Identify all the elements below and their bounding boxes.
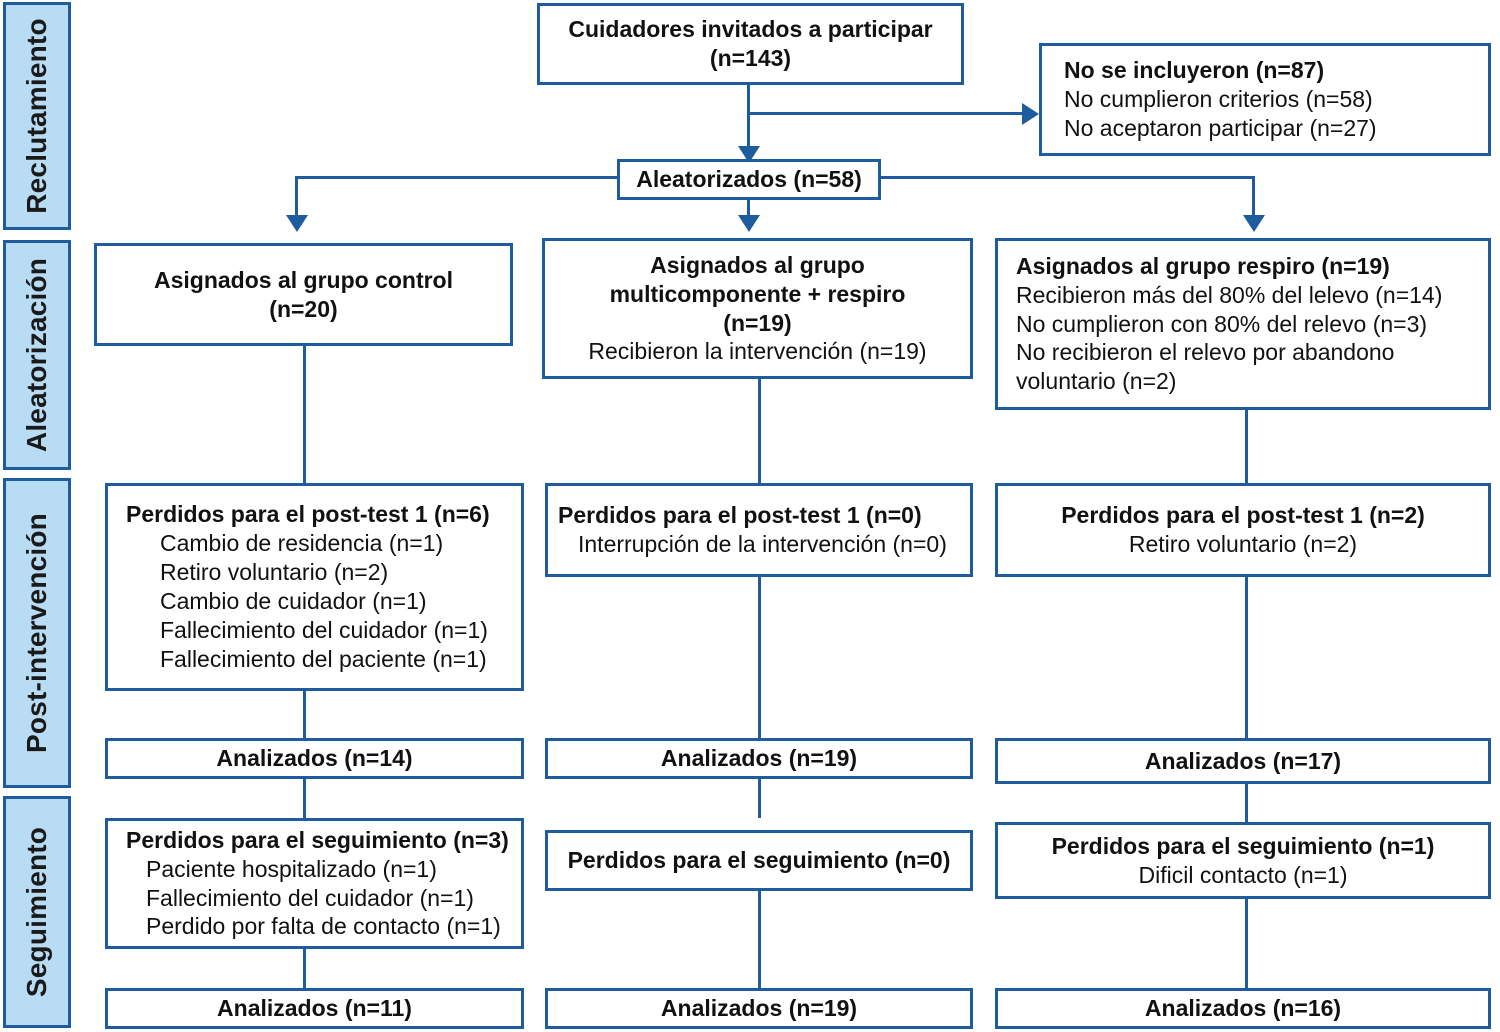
- box-analyzed-post-multi: Analizados (n=19): [545, 738, 973, 779]
- box-analyzed-fu-respiro: Analizados (n=16): [995, 988, 1491, 1029]
- box-line: multicomponente + respiro: [609, 280, 906, 307]
- box-lost-fu-respiro: Perdidos para el seguimiento (n=1) Dific…: [995, 822, 1491, 899]
- connector-split-center-drop: [747, 200, 750, 220]
- box-line: Dificil contacto (n=1): [1138, 861, 1348, 888]
- box-lost-fu-multi: Perdidos para el seguimiento (n=0): [545, 830, 973, 891]
- box-line: Perdidos para el seguimiento (n=3): [126, 826, 509, 853]
- stage-label-text: Seguimiento: [21, 826, 52, 998]
- box-line: Perdidos para el post-test 1 (n=0): [558, 502, 922, 529]
- connector-control-lost-to-analyzed: [303, 690, 306, 738]
- box-line: Fallecimiento del cuidador (n=1): [160, 616, 488, 643]
- connector-multi-alloc-to-lost: [758, 378, 761, 485]
- box-line: Cambio de residencia (n=1): [160, 530, 444, 557]
- box-line: Analizados (n=16): [1144, 995, 1342, 1022]
- box-line: Recibieron la intervención (n=19): [588, 338, 927, 365]
- box-analyzed-fu-control: Analizados (n=11): [105, 988, 524, 1029]
- connector-control-alloc-to-lost: [303, 345, 306, 485]
- box-line: Perdido por falta de contacto (n=1): [146, 913, 501, 940]
- box-line: Asignados al grupo control: [153, 266, 453, 293]
- connector-multi-lost-to-analyzed: [758, 576, 761, 738]
- box-line: No cumplieron criterios (n=58): [1064, 86, 1373, 113]
- connector-respiro-alloc-to-lost: [1245, 408, 1248, 485]
- box-invited: Cuidadores invitados a participar (n=143…: [537, 3, 964, 85]
- connector-split-left-drop: [295, 176, 298, 220]
- arrowhead-to-alloc-control: [286, 215, 308, 232]
- box-line: Asignados al grupo respiro (n=19): [1016, 252, 1390, 279]
- stage-label-aleatorizacion: Aleatorización: [3, 240, 71, 470]
- box-line: Asignados al grupo: [650, 251, 865, 278]
- box-analyzed-fu-multi: Analizados (n=19): [545, 988, 973, 1029]
- arrowhead-to-alloc-respiro: [1243, 215, 1265, 232]
- connector-split-right-drop: [1252, 176, 1255, 220]
- box-line: Perdidos para el seguimiento (n=1): [1051, 832, 1435, 859]
- box-line: Fallecimiento del paciente (n=1): [160, 645, 487, 672]
- stage-label-seguimiento: Seguimiento: [3, 796, 71, 1028]
- box-lost-post-multi: Perdidos para el post-test 1 (n=0) Inter…: [545, 483, 973, 577]
- arrowhead-to-excluded: [1022, 103, 1039, 125]
- box-line: (n=143): [709, 45, 792, 71]
- box-line: Perdidos para el post-test 1 (n=2): [1061, 502, 1425, 529]
- connector-multi-lostfu-to-analyzedfu: [758, 890, 761, 988]
- stage-label-post-intervencion: Post-intervención: [3, 478, 71, 788]
- connector-respiro-lost-to-analyzed: [1245, 576, 1248, 738]
- box-analyzed-post-respiro: Analizados (n=17): [995, 738, 1491, 784]
- box-line: Paciente hospitalizado (n=1): [146, 855, 437, 882]
- box-line: Aleatorizados (n=58): [636, 166, 862, 193]
- box-line: voluntario (n=2): [1016, 368, 1177, 395]
- box-line: Cuidadores invitados a participar: [568, 16, 933, 43]
- box-lost-post-respiro: Perdidos para el post-test 1 (n=2) Retir…: [995, 483, 1491, 577]
- box-line: Analizados (n=11): [217, 995, 412, 1022]
- box-line: Fallecimiento del cuidador (n=1): [146, 884, 474, 911]
- box-line: Perdidos para el post-test 1 (n=6): [126, 501, 490, 528]
- box-line: Analizados (n=14): [216, 745, 413, 772]
- box-lost-fu-control: Perdidos para el seguimiento (n=3) Pacie…: [105, 818, 524, 949]
- box-line: Analizados (n=19): [660, 995, 858, 1022]
- connector-invited-trunk: [747, 84, 750, 152]
- stage-label-text: Aleatorización: [21, 257, 52, 453]
- box-alloc-respiro: Asignados al grupo respiro (n=19) Recibi…: [995, 238, 1491, 410]
- connector-control-lostfu-to-analyzedfu: [303, 948, 306, 988]
- box-line: Recibieron más del 80% del lelevo (n=14): [1016, 281, 1443, 308]
- connector-control-analyzed-to-lostfu: [303, 778, 306, 818]
- connector-multi-analyzed-to-lostfu: [758, 778, 761, 818]
- box-analyzed-post-control: Analizados (n=14): [105, 738, 524, 779]
- box-line: Analizados (n=19): [660, 745, 858, 772]
- box-randomized: Aleatorizados (n=58): [617, 159, 881, 200]
- box-line: No cumplieron con 80% del relevo (n=3): [1016, 310, 1428, 337]
- box-excluded: No se incluyeron (n=87) No cumplieron cr…: [1039, 43, 1491, 156]
- connector-invited-to-excluded: [747, 112, 1027, 115]
- box-line: (n=20): [269, 295, 338, 322]
- arrowhead-to-randomized: [738, 146, 760, 163]
- box-line: Cambio de cuidador (n=1): [160, 588, 427, 614]
- box-alloc-control: Asignados al grupo control (n=20): [94, 243, 513, 346]
- box-alloc-multi: Asignados al grupo multicomponente + res…: [542, 238, 973, 379]
- box-line: Interrupción de la intervención (n=0): [578, 531, 947, 557]
- stage-label-text: Reclutamiento: [21, 18, 52, 214]
- stage-label-text: Post-intervención: [21, 513, 53, 753]
- box-line: No se incluyeron (n=87): [1064, 57, 1325, 84]
- box-line: Analizados (n=17): [1144, 747, 1342, 774]
- box-line: No aceptaron participar (n=27): [1064, 114, 1377, 141]
- box-line: Retiro voluntario (n=2): [1128, 531, 1358, 557]
- box-line: Retiro voluntario (n=2): [160, 559, 389, 586]
- arrowhead-to-alloc-multi: [738, 215, 760, 232]
- box-line: (n=19): [723, 309, 792, 336]
- connector-respiro-analyzed-to-lostfu: [1245, 782, 1248, 822]
- connector-respiro-lostfu-to-analyzedfu: [1245, 898, 1248, 988]
- box-line: Perdidos para el seguimiento (n=0): [567, 847, 951, 874]
- box-lost-post-control: Perdidos para el post-test 1 (n=6) Cambi…: [105, 483, 524, 691]
- box-line: No recibieron el relevo por abandono: [1016, 339, 1395, 366]
- stage-label-reclutamiento: Reclutamiento: [3, 2, 71, 230]
